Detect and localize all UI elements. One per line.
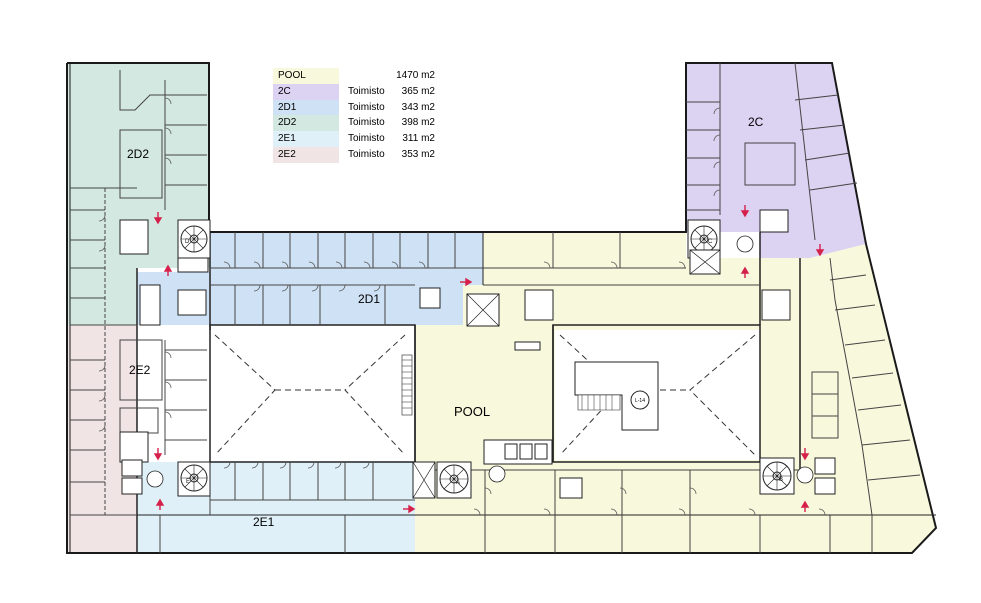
legend-type: Toimisto	[348, 117, 385, 129]
legend-type: Toimisto	[348, 148, 385, 160]
legend-row-2d2: 2D2 Toimisto 398 m2	[273, 115, 441, 132]
legend-code: 2D1	[273, 99, 339, 116]
exit-arrow-c3	[815, 244, 825, 257]
zone-2d1-fill	[210, 232, 483, 325]
legend-row-pool: POOL 1470 m2	[273, 68, 441, 84]
legend-code: 2D2	[273, 115, 339, 132]
outer-walls	[66, 62, 938, 554]
exit-arrow-e2	[155, 498, 165, 510]
exit-arrow-d2	[163, 264, 173, 276]
stair-letter-a: A	[456, 480, 460, 486]
zone-2d2-fill	[67, 63, 210, 325]
area-legend: POOL 1470 m2 2C Toimisto 365 m2 2D1 Toim…	[273, 68, 441, 163]
legend-swatch-pool	[273, 68, 339, 84]
legend-code: 2C	[273, 83, 339, 100]
courtyard-left	[210, 330, 410, 460]
legend-area: 1470 m2	[396, 70, 435, 81]
legend-area: 343 m2	[401, 101, 435, 113]
zone-2c-fill	[686, 63, 866, 258]
legend-type: Toimisto	[348, 133, 385, 145]
stair-letter-c: C	[708, 239, 713, 245]
circle-markers	[146, 235, 814, 488]
zone-label-2c: 2C	[748, 115, 764, 129]
zone-label-pool: POOL	[454, 404, 491, 419]
legend-area: 353 m2	[401, 148, 435, 160]
exit-arrow-a	[403, 504, 416, 514]
stair-letters: D C E A B	[185, 239, 783, 486]
svg-text:L-14: L-14	[635, 398, 645, 404]
door-swings	[98, 97, 826, 516]
legend-area: 398 m2	[401, 117, 435, 129]
exit-arrow-b	[800, 448, 810, 461]
room-partitions	[70, 62, 921, 553]
stair-a	[436, 461, 472, 499]
legend-code: 2E1	[273, 131, 339, 147]
stair-letter-b: B	[779, 477, 783, 483]
legend-row-2e2: 2E2 Toimisto 353 m2	[273, 146, 441, 163]
exit-arrow-b2	[800, 500, 810, 512]
legend-area: 311 m2	[402, 133, 435, 145]
stair-letter-d: D	[185, 239, 190, 245]
legend-row-2e1: 2E1 Toimisto 311 m2	[273, 131, 441, 147]
legend-row-2c: 2C Toimisto 365 m2	[273, 83, 441, 100]
exit-arrow-pool	[460, 277, 473, 287]
exit-arrow-c2	[740, 266, 750, 278]
exit-arrows	[153, 205, 825, 514]
legend-area: 365 m2	[401, 85, 435, 97]
zone-label-2d2: 2D2	[127, 147, 150, 161]
zone-label-2d1: 2D1	[358, 292, 381, 306]
legend-code: POOL	[278, 70, 306, 81]
legend-type: Toimisto	[348, 101, 385, 113]
legend-type: Toimisto	[348, 85, 385, 97]
stair-b	[759, 457, 795, 495]
zone-label-2e2: 2E2	[129, 363, 151, 377]
stair-d	[177, 219, 211, 259]
exit-arrow-d	[153, 212, 163, 225]
zone-label-2e1: 2E1	[253, 515, 275, 529]
courtyard-structure: L-14	[574, 361, 659, 431]
exit-arrow-e	[153, 448, 163, 461]
legend-code: 2E2	[273, 146, 339, 163]
exit-arrow-c	[740, 205, 750, 218]
stair-e	[177, 461, 211, 497]
shafts	[119, 209, 836, 499]
stair-letter-e: E	[186, 479, 190, 485]
legend-row-2d1: 2D1 Toimisto 343 m2	[273, 99, 441, 116]
